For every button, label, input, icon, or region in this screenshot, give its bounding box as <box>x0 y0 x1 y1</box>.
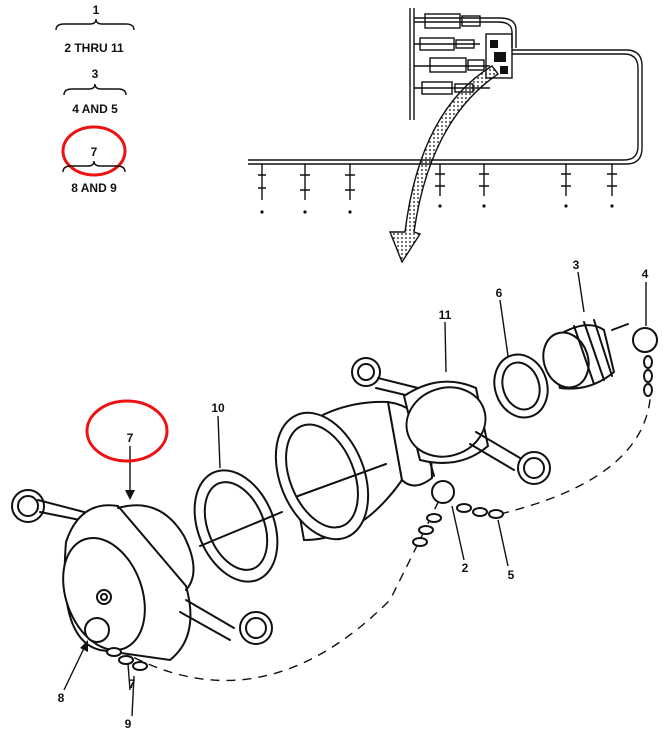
callout-2: 2 <box>462 561 469 575</box>
part-coupling-body <box>274 400 434 542</box>
legend-item-1: 1 <box>93 3 100 17</box>
part-gasket-6 <box>493 353 549 419</box>
legend-item-3: 3 <box>92 67 99 81</box>
chain-cap-right <box>499 372 651 515</box>
part-gasket-10 <box>193 469 283 583</box>
callout-11: 11 <box>439 308 452 322</box>
callout-7-chain: 7 <box>129 677 136 691</box>
leader-lines <box>63 271 647 717</box>
legend-range-7: 8 AND 9 <box>71 181 117 195</box>
callout-5: 5 <box>508 568 515 582</box>
legend-brace-3 <box>63 83 127 96</box>
callout-3: 3 <box>573 258 580 272</box>
callout-7-cap: 7 <box>127 431 134 445</box>
callout-10: 10 <box>211 401 225 415</box>
pointer-arrow <box>388 65 500 264</box>
legend-range-1: 2 THRU 11 <box>64 41 124 55</box>
callout-9: 9 <box>125 717 132 731</box>
legend-brace-1 <box>55 18 135 31</box>
part-ball-8 <box>84 617 148 671</box>
legend-range-3: 4 AND 5 <box>72 102 118 116</box>
callout-4: 4 <box>642 267 649 281</box>
legend-item-7: 7 <box>91 145 98 159</box>
callout-6: 6 <box>496 286 503 300</box>
part-ball-2 <box>412 480 504 547</box>
highlight-circle-callout <box>85 399 169 463</box>
drop-points <box>258 164 617 214</box>
hierarchy-legend: 1 2 THRU 11 3 4 AND 5 7 8 AND 9 <box>55 3 135 195</box>
legend-brace-7 <box>62 160 126 173</box>
part-ball-4 <box>632 327 658 397</box>
part-plug-3 <box>542 319 629 390</box>
part-coupler-11 <box>351 357 551 485</box>
highlight-circle-legend <box>61 125 127 177</box>
locator-schematic <box>248 8 643 264</box>
callout-8: 8 <box>58 691 65 705</box>
callout-labels: 3 4 6 11 10 7 2 5 8 7 9 <box>58 258 649 731</box>
